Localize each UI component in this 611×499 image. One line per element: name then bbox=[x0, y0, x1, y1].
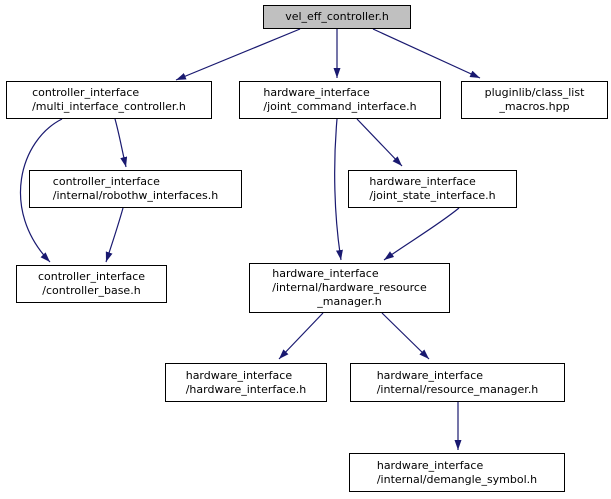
node-label-line: /internal/demangle_symbol.h bbox=[376, 472, 538, 486]
node-label-line: hardware_interface bbox=[369, 175, 476, 188]
node-label-line: controller_interface bbox=[32, 86, 140, 99]
edge-vel-to-class-list-macros bbox=[372, 28, 481, 79]
node-hardware-resource-manager[interactable]: hardware_interface /internal/hardware_re… bbox=[249, 263, 450, 313]
node-label-line: /joint_command_interface.h bbox=[263, 100, 417, 113]
node-label-line: _manager.h bbox=[317, 295, 382, 308]
node-label-line: controller_interface bbox=[52, 175, 160, 188]
node-label-line: controller_interface bbox=[37, 270, 146, 283]
node-controller-base[interactable]: controller_interface /controller_base.h bbox=[16, 265, 167, 303]
edge-multi-to-robothw bbox=[114, 118, 128, 168]
node-label-line: /internal/resource_manager.h bbox=[376, 382, 539, 396]
node-label-line: /internal/hardware_resource bbox=[272, 281, 427, 294]
node-label-line: hardware_interface bbox=[185, 368, 293, 382]
edge-joint-state-to-resource-mgr-hdr bbox=[383, 207, 460, 261]
node-multi-interface-controller[interactable]: controller_interface /multi_interface_co… bbox=[6, 81, 212, 119]
node-class-list-macros[interactable]: pluginlib/class_list _macros.hpp bbox=[461, 81, 608, 119]
edge-resource-mgr-hdr-to-hardware-interface bbox=[278, 312, 324, 360]
node-label-line: hardware_interface bbox=[376, 368, 484, 382]
node-joint-command-interface[interactable]: hardware_interface /joint_command_interf… bbox=[239, 81, 441, 119]
node-joint-state-interface[interactable]: hardware_interface /joint_state_interfac… bbox=[348, 170, 517, 208]
node-vel-eff-controller[interactable]: vel_eff_controller.h bbox=[263, 5, 411, 29]
node-demangle-symbol[interactable]: hardware_interface /internal/demangle_sy… bbox=[349, 453, 565, 492]
node-label-line: /joint_state_interface.h bbox=[369, 189, 496, 202]
node-resource-manager[interactable]: hardware_interface /internal/resource_ma… bbox=[350, 363, 565, 402]
node-robothw-interfaces[interactable]: controller_interface /internal/robothw_i… bbox=[29, 170, 242, 208]
edge-multi-to-controller-base bbox=[19, 118, 63, 263]
edge-joint-command-to-resource-mgr-hdr bbox=[334, 118, 343, 261]
node-label-line: _macros.hpp bbox=[499, 100, 570, 113]
node-label-line: /controller_base.h bbox=[42, 284, 141, 297]
node-hardware-interface[interactable]: hardware_interface /hardware_interface.h bbox=[165, 363, 327, 402]
edge-robothw-to-controller-base bbox=[105, 207, 124, 263]
node-label-line: hardware_interface bbox=[272, 267, 379, 280]
node-label-line: /hardware_interface.h bbox=[185, 382, 307, 396]
node-label-line: /multi_interface_controller.h bbox=[32, 100, 186, 113]
node-label-line: pluginlib/class_list bbox=[484, 86, 585, 99]
node-label-line: hardware_interface bbox=[376, 458, 484, 472]
edge-joint-command-to-joint-state bbox=[356, 118, 403, 167]
node-label-line: vel_eff_controller.h bbox=[285, 10, 389, 23]
edge-resource-mgr-hdr-to-resource-manager bbox=[381, 312, 430, 360]
edge-vel-to-multi-interface bbox=[175, 28, 301, 81]
node-label-line: hardware_interface bbox=[263, 86, 370, 99]
node-label-line: /internal/robothw_interfaces.h bbox=[52, 189, 219, 202]
